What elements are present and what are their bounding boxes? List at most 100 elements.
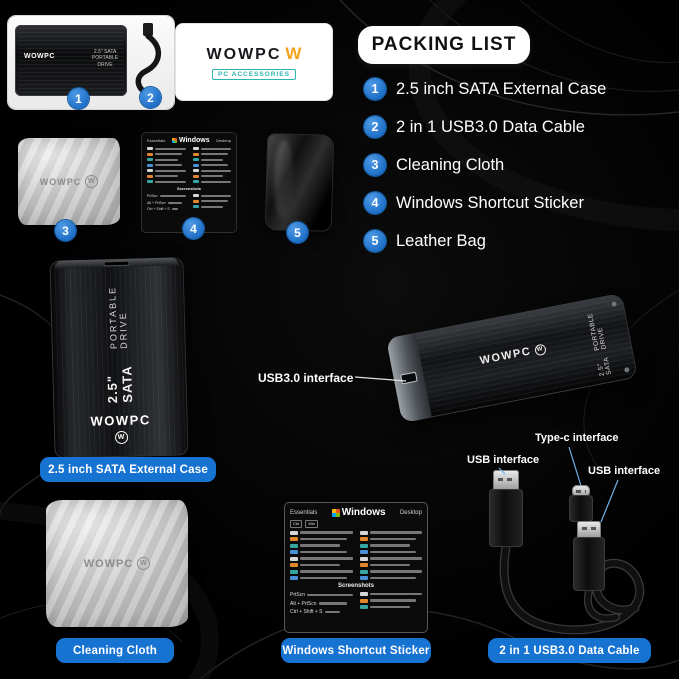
typec-plug-body [569, 495, 593, 522]
sticker-row [192, 205, 232, 208]
sticker-row: Alt + PrtScn [290, 601, 353, 607]
sticker-row [359, 569, 422, 574]
sticker-key-legend: Ctrl Win [290, 520, 422, 528]
sticker-row [290, 530, 353, 535]
item-number: 2 [364, 116, 386, 138]
screw-icon [623, 366, 630, 373]
sticker-row [192, 194, 231, 197]
sticker-row [192, 169, 231, 172]
callout-usb3-label: USB3.0 interface [258, 371, 354, 385]
sticker-row [359, 598, 423, 603]
sticker-row [192, 163, 232, 167]
sticker-row [147, 174, 186, 178]
sticker-screenshots-header: Screenshots [176, 186, 201, 191]
sticker-row [359, 537, 423, 542]
photo-case-and-cable: WOWPC 2.5" SATA PORTABLE DRIVE [8, 16, 174, 109]
sticker-header: Essentials Windows Desktop [147, 137, 231, 144]
packing-list-item: 2 2 in 1 USB3.0 Data Cable [364, 116, 606, 138]
typec-plug-tip [572, 485, 590, 497]
item-number: 4 [364, 192, 386, 214]
w-circle-icon: W [137, 557, 151, 570]
item-label: 2 in 1 USB3.0 Data Cable [396, 117, 585, 136]
sticker-row [359, 576, 423, 581]
external-case-large: 2.5" SATA PORTABLE DRIVE WOWPC W [49, 257, 189, 459]
cloth-brand: WOWPC W [40, 175, 99, 188]
sticker-row [192, 174, 232, 178]
sticker-screenshots-header: Screenshots [337, 583, 374, 590]
sticker-row [147, 180, 186, 183]
item-number: 3 [364, 154, 386, 176]
sticker-row [147, 147, 186, 150]
item-number: 5 [364, 230, 386, 252]
mini-enclosure-brand: WOWPC [24, 53, 55, 60]
usb-plug-right-tip [577, 521, 601, 538]
sticker-row [290, 537, 353, 542]
shortcut-sticker-large: Essentials Windows Desktop Ctrl Win [284, 502, 428, 633]
brand-subtitle: PC ACCESSORIES [212, 69, 296, 80]
sticker-row: PrtScn [147, 194, 186, 198]
caption-cable: 2 in 1 USB3.0 Data Cable [488, 638, 651, 663]
callout-usb-right-label: USB interface [588, 465, 661, 477]
drive-brand-logo: WOWPC W [479, 342, 547, 367]
sticker-row: PrtScn [290, 592, 353, 598]
sticker-row [359, 605, 423, 610]
usb-plug-right-body [573, 537, 605, 591]
caption-case: 2.5 inch SATA External Case [40, 457, 216, 482]
item-badge-5: 5 [287, 222, 308, 243]
sticker-row [290, 550, 353, 555]
caption-sticker: Windows Shortcut Sticker [281, 638, 431, 663]
item-label: Windows Shortcut Sticker [396, 193, 584, 212]
sticker-row: Ctrl + Shift + S [147, 207, 186, 211]
leather-bag-thumb [264, 133, 335, 232]
sticker-row [359, 563, 423, 568]
sticker-row [192, 199, 232, 203]
cleaning-cloth-large: WOWPC W [46, 500, 188, 627]
sticker-screenshot-rows: PrtScn Alt + PrtScn Ctrl + Shift + S [290, 592, 422, 615]
usb-plug-left-body [489, 489, 523, 547]
sticker-row [290, 576, 353, 581]
sticker-row [147, 169, 186, 172]
mini-cable-icon [135, 23, 161, 99]
sticker-row [192, 180, 231, 183]
cloth-brand: WOWPC W [84, 557, 151, 570]
windows-logo-icon [331, 508, 340, 517]
drive-side-text: 2.5" SATA PORTABLE DRIVE [104, 286, 136, 404]
sticker-header: Essentials Windows Desktop [290, 507, 422, 518]
item-badge-3: 3 [55, 220, 76, 241]
sticker-row [359, 592, 422, 597]
screw-icon [611, 301, 618, 307]
w-circle-icon: W [114, 430, 128, 445]
sticker-row [290, 563, 353, 568]
sticker-row [192, 147, 231, 150]
packing-list-title: PACKING LIST [358, 26, 530, 64]
sticker-row [192, 152, 232, 156]
caption-cloth: Cleaning Cloth [56, 638, 174, 663]
w-circle-icon: W [85, 175, 99, 188]
item-label: Cleaning Cloth [396, 155, 505, 174]
sticker-shortcut-columns [147, 147, 231, 183]
packing-list-item: 3 Cleaning Cloth [364, 154, 606, 176]
sticker-row [147, 158, 186, 161]
sticker-row [290, 543, 353, 548]
w-circle-icon: W [534, 342, 547, 356]
mini-enclosure-label: 2.5" SATA PORTABLE DRIVE [91, 49, 119, 68]
usb3-port [400, 371, 418, 385]
packing-list: 1 2.5 inch SATA External Case 2 2 in 1 U… [364, 78, 606, 252]
packing-list-item: 4 Windows Shortcut Sticker [364, 192, 606, 214]
item-label: 2.5 inch SATA External Case [396, 79, 607, 98]
item-label: Leather Bag [396, 231, 486, 250]
cleaning-cloth-thumb: WOWPC W [18, 138, 120, 225]
sticker-row [359, 550, 423, 555]
item-badge-2: 2 [140, 87, 161, 108]
sticker-row: Alt + PrtScn [147, 201, 186, 205]
sticker-row [359, 543, 423, 548]
sticker-shortcut-columns [290, 530, 423, 581]
sticker-row [147, 163, 186, 167]
sticker-row [192, 158, 232, 161]
drive-port [103, 260, 130, 267]
packing-list-item: 1 2.5 inch SATA External Case [364, 78, 606, 100]
brand-logo-icon: W [285, 44, 302, 63]
drive-brand-logo: WOWPC W [53, 411, 188, 445]
